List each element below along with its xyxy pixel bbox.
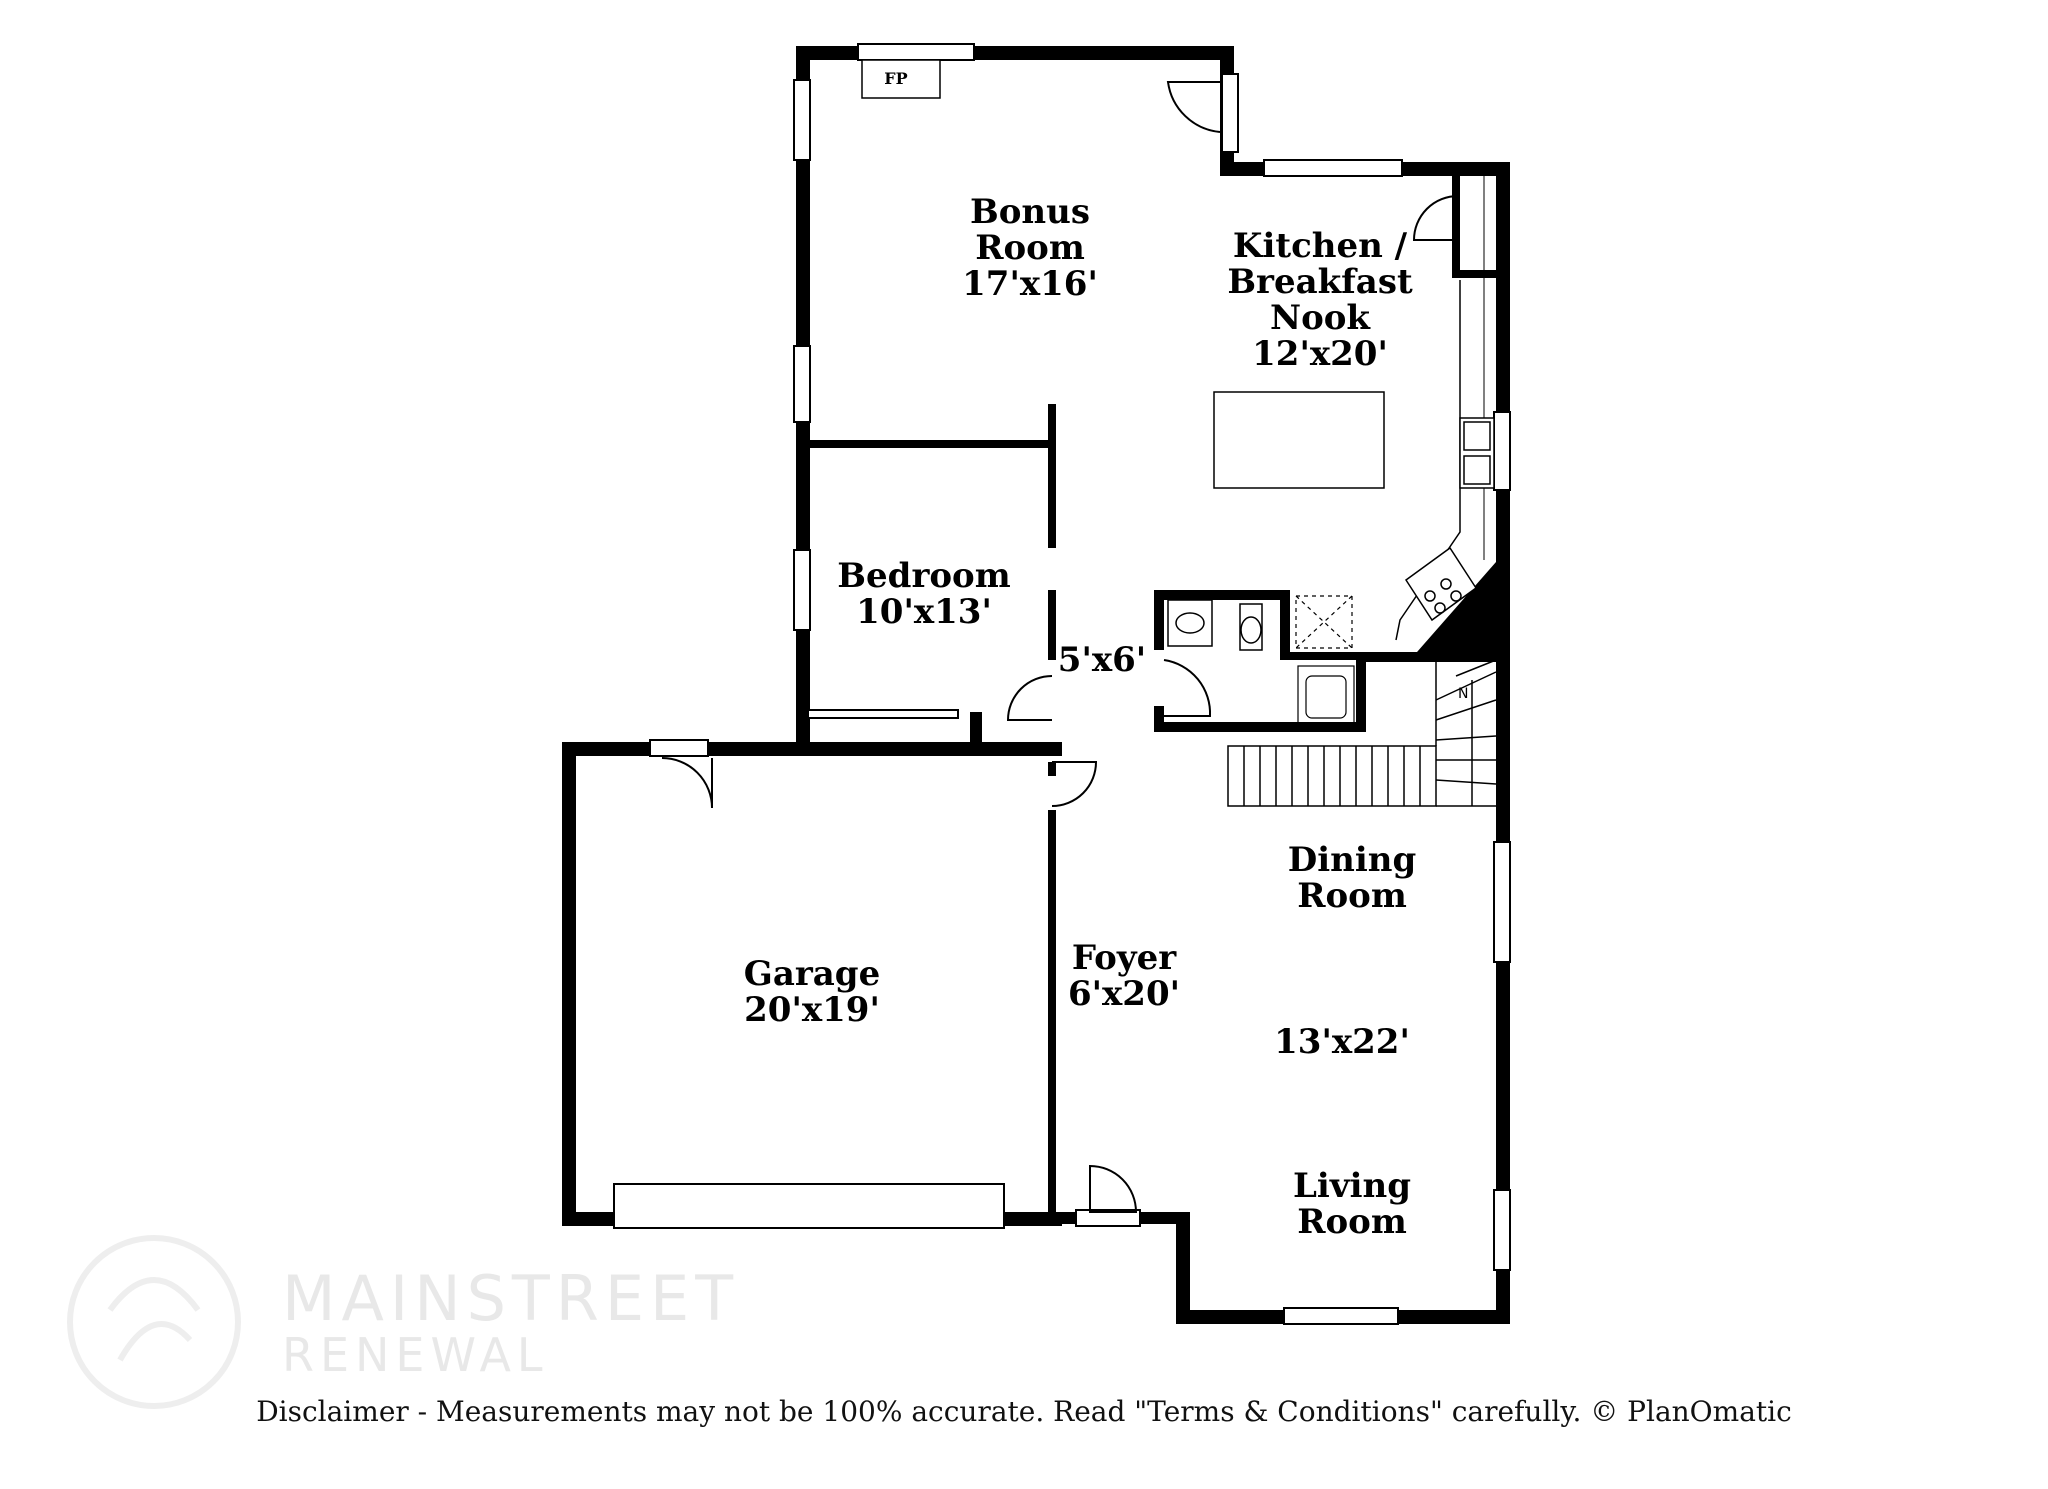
room-label-garage: Garage 20'x19' bbox=[743, 954, 881, 1030]
shower bbox=[1295, 595, 1355, 727]
bath-fixtures bbox=[1167, 599, 1263, 651]
room-label-living: Living Room bbox=[1293, 1166, 1411, 1242]
kitchen-sink bbox=[1459, 417, 1495, 489]
kitchen-island bbox=[1213, 391, 1385, 489]
brand-logo-icon bbox=[67, 1235, 241, 1409]
disclaimer-text: Disclaimer - Measurements may not be 100… bbox=[256, 1395, 1792, 1428]
fireplace-label: FP bbox=[884, 69, 908, 88]
brand-name-main: MAINSTREET bbox=[282, 1262, 740, 1335]
stairs bbox=[1227, 659, 1497, 807]
room-size-dining-living: 13'x22' bbox=[1274, 1022, 1410, 1062]
room-label-foyer: Foyer 6'x20' bbox=[1067, 938, 1181, 1014]
stove bbox=[1404, 546, 1478, 622]
room-label-bedroom: Bedroom 10'x13' bbox=[837, 556, 1011, 632]
room-label-bonus: Bonus Room 17'x16' bbox=[962, 192, 1098, 304]
room-label-bath: 5'x6' bbox=[1057, 640, 1147, 680]
doors bbox=[661, 81, 1459, 1213]
stair-direction-label: N bbox=[1458, 686, 1469, 702]
room-label-dining: Dining Room bbox=[1287, 840, 1417, 916]
windows bbox=[613, 43, 1511, 1325]
room-label-kitchen: Kitchen / Breakfast Nook 12'x20' bbox=[1227, 226, 1413, 374]
brand-name-sub: RENEWAL bbox=[282, 1328, 549, 1382]
brand-watermark: MAINSTREET RENEWAL bbox=[68, 1262, 788, 1392]
fireplace bbox=[861, 59, 941, 99]
